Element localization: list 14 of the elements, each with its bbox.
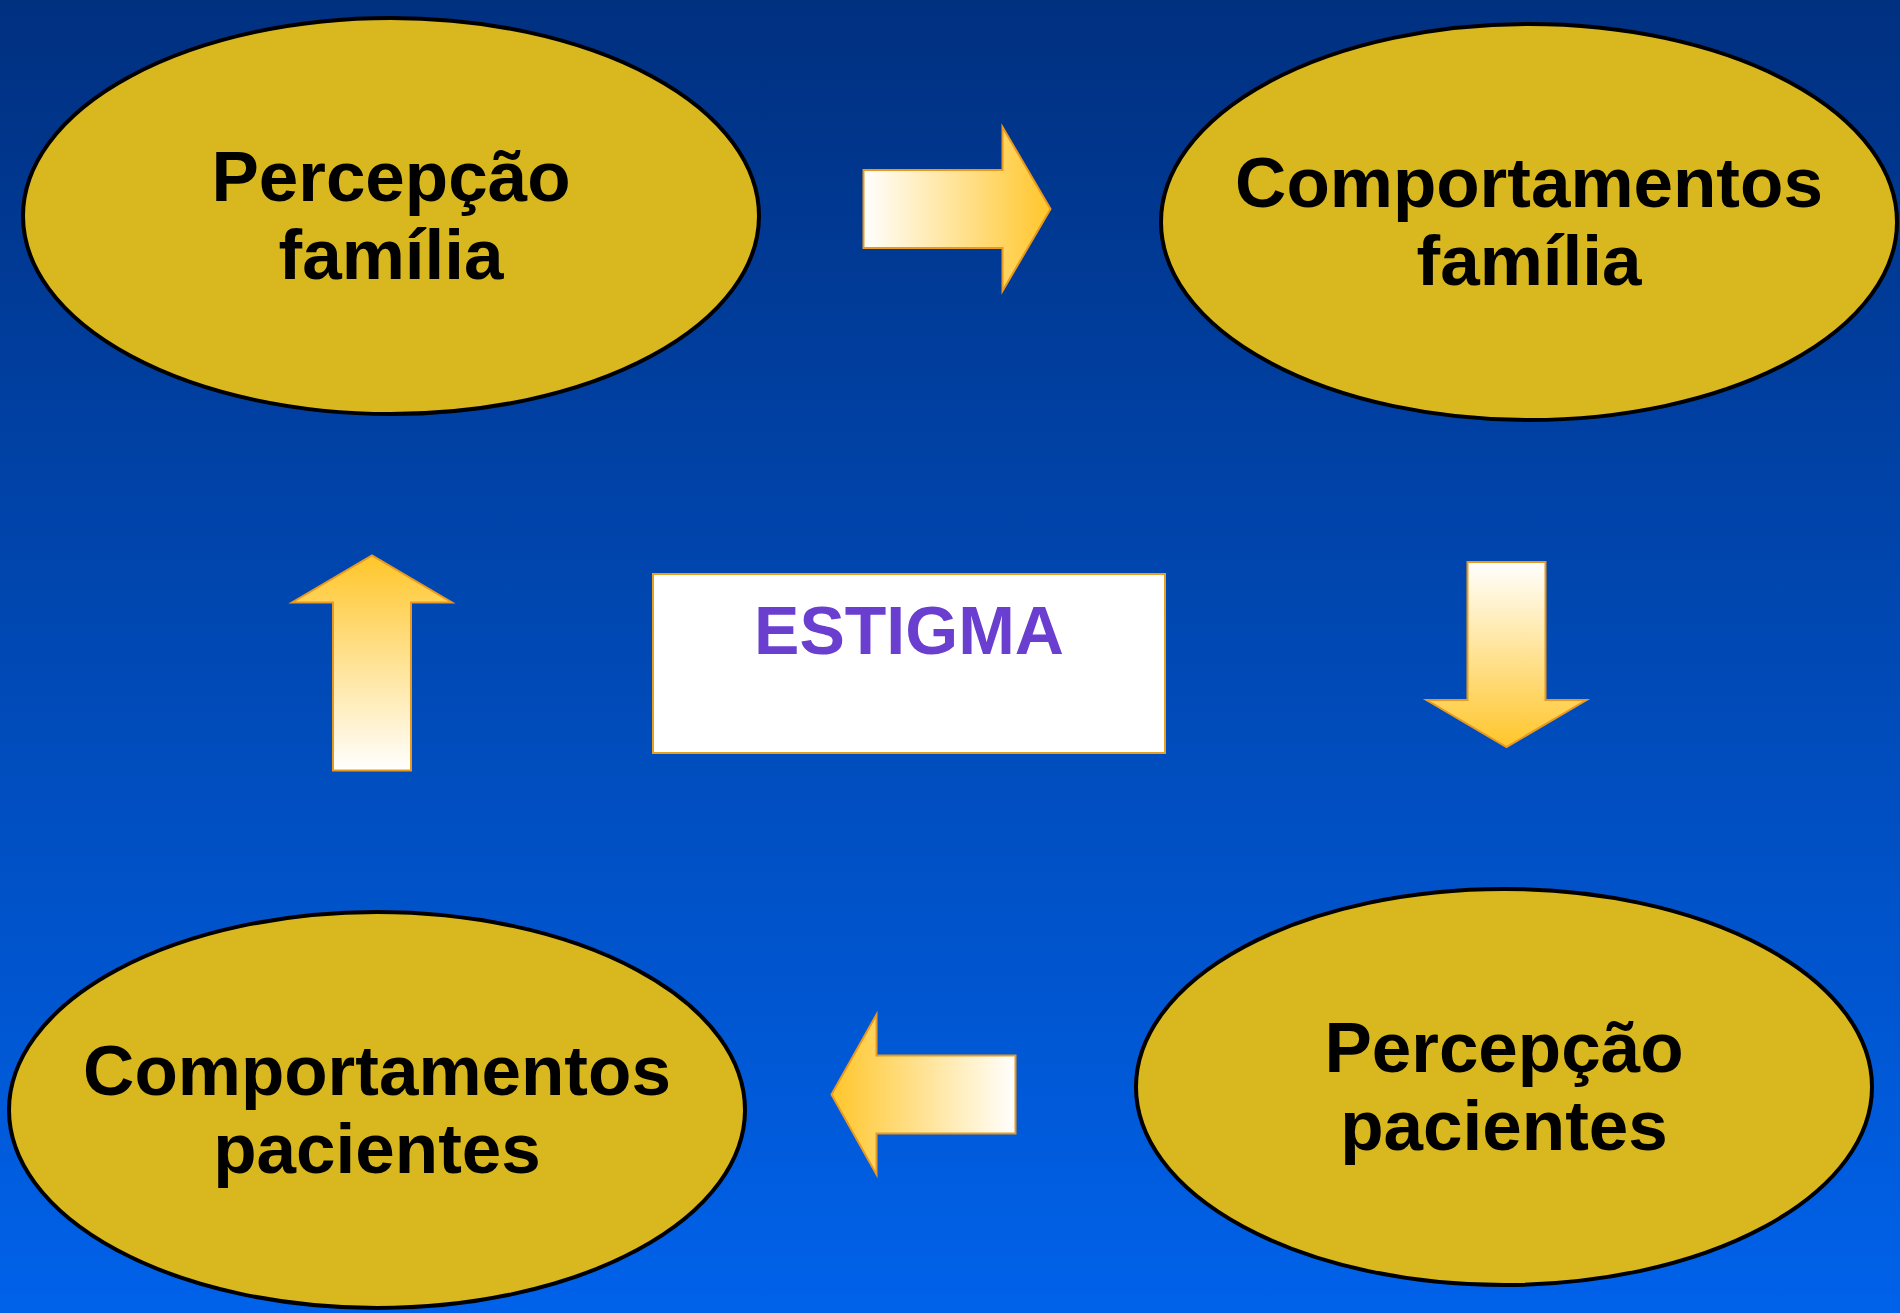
ellipse-node [1134,887,1874,1287]
ellipse-node [1159,22,1899,422]
block-arrow [862,123,1052,295]
ellipse-node [7,910,747,1310]
block-arrow [830,1010,1017,1179]
node-label: Comportamentos família [1234,143,1824,301]
block-arrow [288,554,456,772]
node-label: Percepção pacientes [1323,1008,1685,1166]
title-box [652,573,1166,754]
block-arrow [1422,561,1591,749]
title-text: ESTIGMA [754,593,1064,668]
node-label: Percepção família [210,137,572,295]
ellipse-node [21,16,761,416]
node-label: Comportamentos pacientes [82,1031,672,1189]
